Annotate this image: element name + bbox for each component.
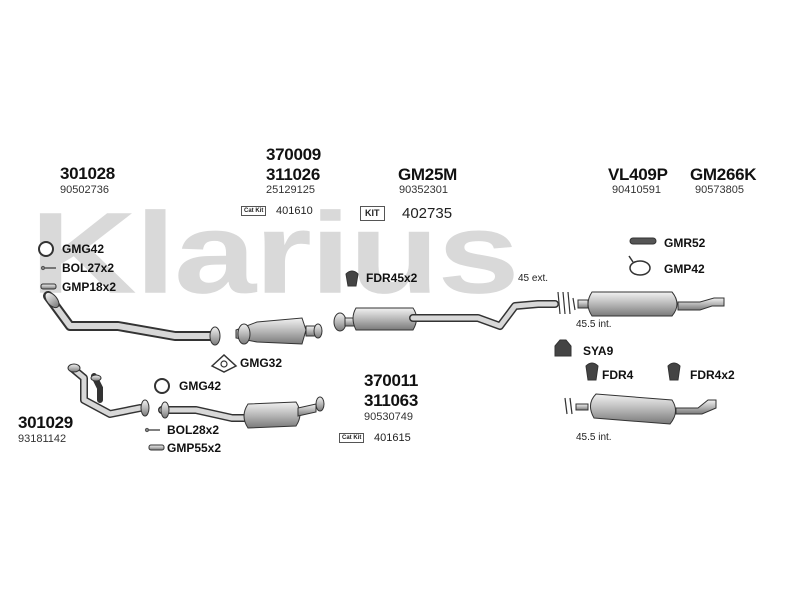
part-number-gm25m: GM25M: [398, 165, 457, 184]
oe-number-90410591: 90410591: [612, 184, 661, 196]
note-45-5-int-top: 45.5 int.: [576, 319, 612, 330]
accessory-gmg32: GMG32: [240, 356, 283, 370]
accessory-fdr4: FDR4: [602, 368, 634, 382]
part-number-301028: 301028: [60, 164, 115, 183]
accessory-gmr52: GMR52: [664, 236, 706, 250]
triangle-gasket-icon: [210, 353, 238, 373]
oe-number-93181142: 93181142: [18, 433, 67, 445]
accessory-gmp18x2: GMP18x2: [62, 280, 117, 294]
centre-silencer-gm25m: [333, 300, 559, 332]
catalyst-311063: [158, 396, 325, 429]
front-pipe-301029: [67, 363, 150, 418]
part-number-vl409p: VL409P: [608, 165, 668, 184]
pipe-joint-marks: [557, 291, 576, 415]
clamp-ring-icon: [628, 255, 651, 276]
kit-number-401610: 401610: [276, 205, 313, 217]
gasket-ring-icon: [38, 241, 170, 394]
accessory-fdr4x2: FDR4x2: [690, 368, 735, 382]
accessory-gmp42: GMP42: [664, 262, 705, 276]
cat-kit-badge-lower: Cat Kit: [339, 433, 365, 443]
bolt-icon: [40, 265, 160, 433]
accessory-bol27x2: BOL27x2: [62, 261, 115, 275]
kit-number-402735: 402735: [402, 205, 453, 222]
part-number-311063: 311063: [364, 391, 418, 410]
accessory-bol28x2: BOL28x2: [167, 423, 220, 437]
part-number-370011: 370011: [364, 371, 418, 390]
kit-number-401615: 401615: [374, 432, 411, 444]
part-number-301029: 301029: [18, 413, 73, 432]
oe-number-90573805: 90573805: [695, 184, 744, 196]
part-number-311026: 311026: [266, 165, 320, 184]
oe-number-90502736: 90502736: [60, 184, 109, 196]
clamp-icon: [40, 283, 165, 451]
accessory-gmp55x2: GMP55x2: [167, 441, 222, 455]
hanger-strap-icon: [629, 237, 657, 245]
rear-silencer-vl409p: [577, 291, 725, 317]
note-45-ext: 45 ext.: [518, 273, 549, 284]
kit-badge: KIT: [360, 206, 385, 221]
oe-number-25129125: 25129125: [266, 184, 315, 196]
oe-number-90530749: 90530749: [364, 411, 413, 423]
part-number-370009: 370009: [266, 145, 321, 164]
rear-silencer-lower: [575, 393, 717, 425]
accessory-fdr45x2: FDR45x2: [366, 271, 418, 285]
catalyst-311026: [235, 317, 323, 345]
front-pipe-301028: [43, 291, 221, 346]
accessory-gmg42-top: GMG42: [62, 242, 105, 256]
cat-kit-badge: Cat Kit: [241, 206, 267, 216]
accessory-sya9: SYA9: [583, 344, 614, 358]
rubber-hanger-icon: [345, 270, 681, 381]
oe-number-90352301: 90352301: [399, 184, 448, 196]
accessory-gmg42-bottom: GMG42: [179, 379, 222, 393]
brand-watermark: Klarius: [30, 188, 520, 318]
note-45-5-int-bottom: 45.5 int.: [576, 432, 612, 443]
part-number-gm266k: GM266K: [690, 165, 757, 184]
